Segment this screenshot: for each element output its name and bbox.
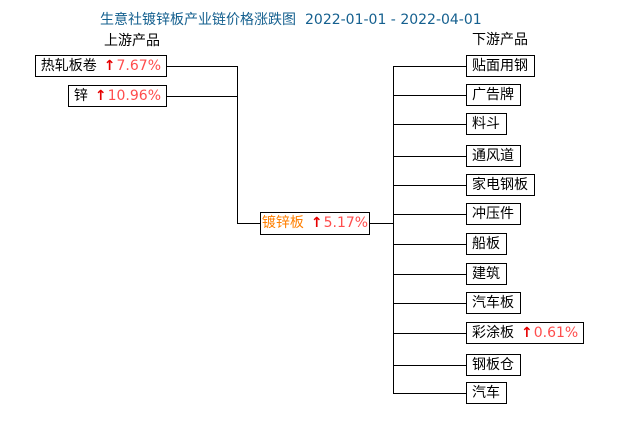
connector-hline xyxy=(393,333,466,334)
node-percent: 10.96% xyxy=(107,88,161,104)
connector-hline xyxy=(167,66,237,67)
chart-title: 生意社镀锌板产业链价格涨跌图 2022-01-01 - 2022-04-01 xyxy=(100,9,482,29)
connector-hline xyxy=(393,124,466,125)
connector-hline xyxy=(393,393,466,394)
connector-vline xyxy=(393,66,394,394)
node-label: 广告牌 xyxy=(472,87,514,103)
node-label: 贴面用钢 xyxy=(472,58,528,74)
downstream-node-6[interactable]: 冲压件 xyxy=(466,203,521,225)
up-arrow-icon: ↑ xyxy=(94,88,107,104)
connector-hline xyxy=(393,365,466,366)
downstream-node-1[interactable]: 贴面用钢 xyxy=(466,55,535,77)
connector-hline xyxy=(393,185,466,186)
connector-hline xyxy=(393,156,466,157)
downstream-node-2[interactable]: 广告牌 xyxy=(466,84,521,106)
connector-hline xyxy=(393,214,466,215)
node-label: 镀锌板 xyxy=(261,215,304,231)
connector-hline xyxy=(393,274,466,275)
node-label: 钢板仓 xyxy=(472,357,514,373)
up-arrow-icon: ↑ xyxy=(103,58,116,74)
upstream-header: 上游产品 xyxy=(104,33,160,49)
connector-hline xyxy=(393,303,466,304)
upstream-node-1[interactable]: 热轧板卷 ↑7.67% xyxy=(34,55,167,77)
chart-title-text: 生意社镀锌板产业链价格涨跌图 xyxy=(100,12,296,28)
downstream-node-10[interactable]: 彩涂板 ↑0.61% xyxy=(466,322,585,344)
node-label: 汽车 xyxy=(472,385,500,401)
node-percent: 5.17% xyxy=(323,215,369,231)
node-percent: 7.67% xyxy=(116,58,161,74)
downstream-node-4[interactable]: 通风道 xyxy=(466,145,521,167)
downstream-node-3[interactable]: 料斗 xyxy=(466,113,507,135)
connector-hline xyxy=(393,95,466,96)
node-label: 通风道 xyxy=(472,148,514,164)
node-label: 锌 xyxy=(73,88,88,104)
downstream-node-5[interactable]: 家电钢板 xyxy=(466,174,535,196)
chart-date-range: 2022-01-01 - 2022-04-01 xyxy=(305,12,482,28)
downstream-header: 下游产品 xyxy=(472,32,528,48)
node-percent: 0.61% xyxy=(533,325,579,341)
downstream-node-11[interactable]: 钢板仓 xyxy=(466,354,521,376)
connector-hline xyxy=(393,244,466,245)
connector-hline xyxy=(237,223,260,224)
node-label: 冲压件 xyxy=(472,206,514,222)
upstream-node-2[interactable]: 锌 ↑10.96% xyxy=(67,85,167,107)
node-label: 热轧板卷 xyxy=(40,58,97,74)
node-label: 料斗 xyxy=(472,116,500,132)
connector-hline xyxy=(370,223,393,224)
up-arrow-icon: ↑ xyxy=(521,325,533,341)
node-label: 家电钢板 xyxy=(472,177,528,193)
connector-hline xyxy=(393,66,466,67)
node-label: 彩涂板 xyxy=(472,325,514,341)
downstream-node-9[interactable]: 汽车板 xyxy=(466,292,521,314)
downstream-node-7[interactable]: 船板 xyxy=(466,233,507,255)
node-label: 汽车板 xyxy=(472,295,514,311)
downstream-node-12[interactable]: 汽车 xyxy=(466,382,507,404)
downstream-node-8[interactable]: 建筑 xyxy=(466,263,507,285)
up-arrow-icon: ↑ xyxy=(310,215,323,231)
connector-vline xyxy=(237,66,238,224)
product-node[interactable]: 镀锌板 ↑5.17% xyxy=(260,212,370,235)
node-label: 建筑 xyxy=(472,266,500,282)
node-label: 船板 xyxy=(472,236,500,252)
connector-hline xyxy=(167,96,237,97)
